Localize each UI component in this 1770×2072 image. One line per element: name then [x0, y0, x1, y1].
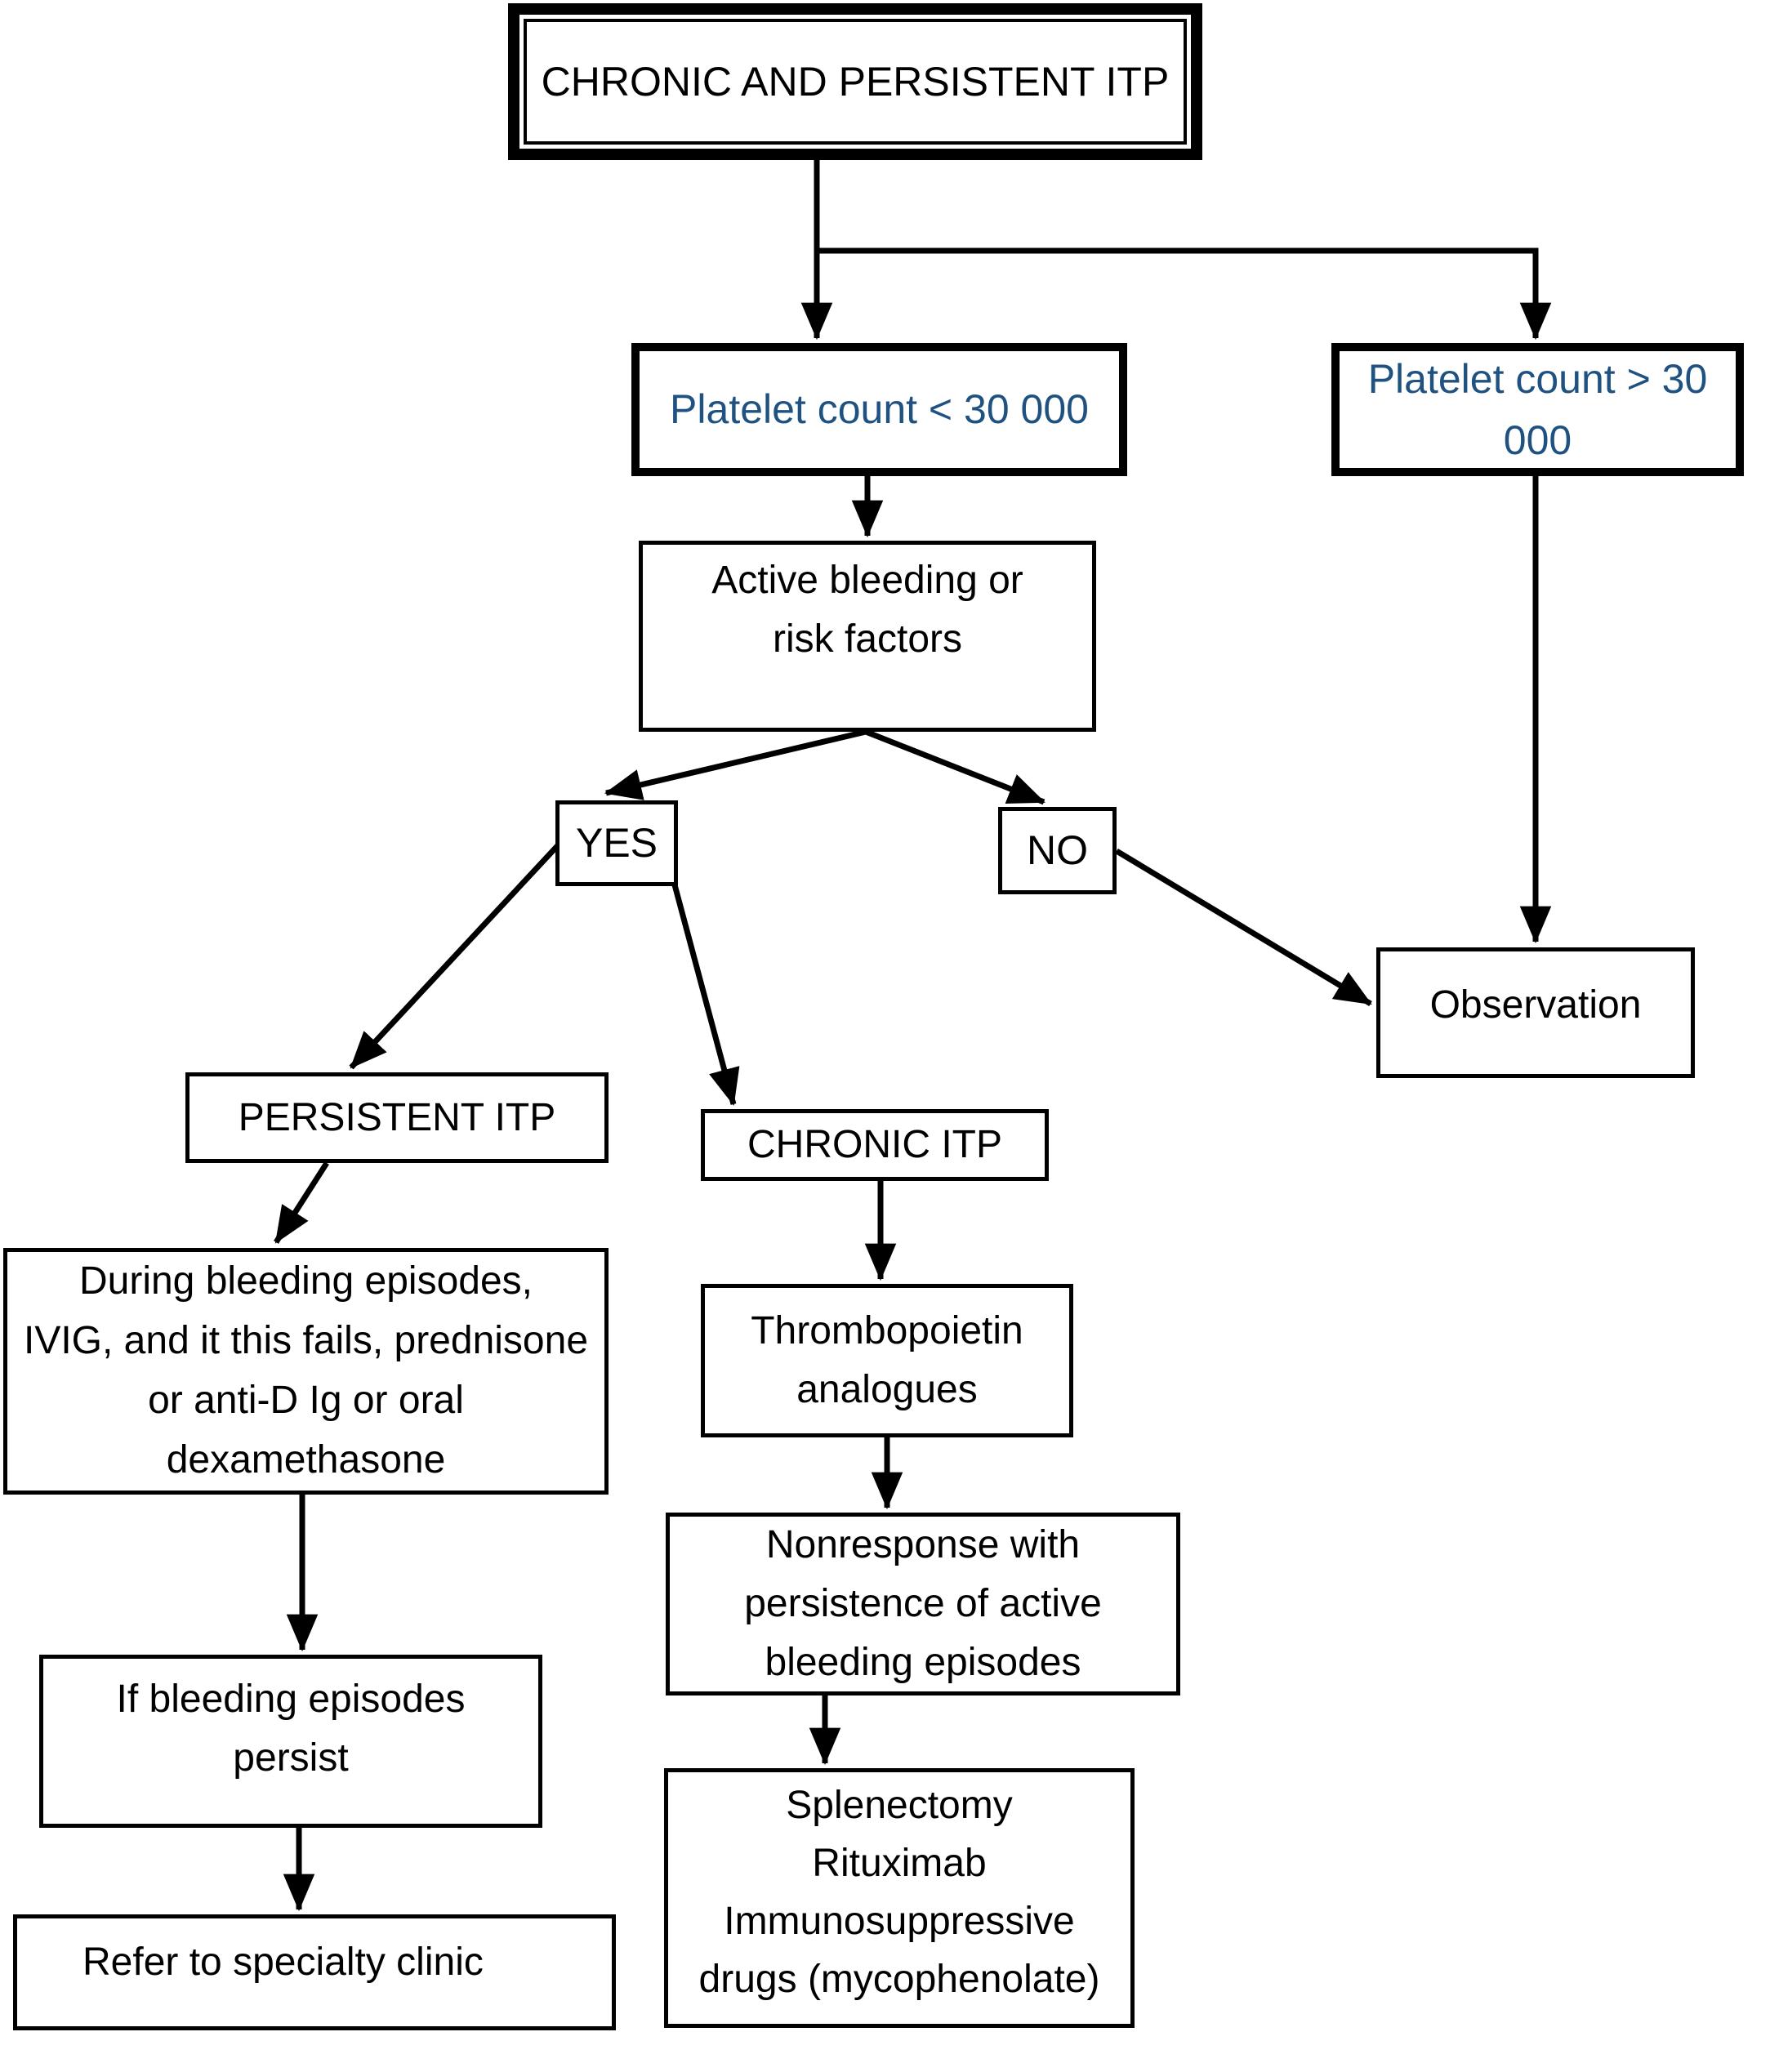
yes-label: YES	[575, 820, 658, 866]
no-label: NO	[1027, 827, 1088, 873]
connector-root-to-platelet-high	[817, 247, 1552, 341]
chronic-treatment-box: Splenectomy Rituximab Immunosuppressive …	[664, 1768, 1135, 2028]
platelet-low-box: Platelet count < 30 000	[631, 343, 1127, 476]
persistent-treatment-box: During bleeding episodes, IVIG, and it t…	[3, 1248, 609, 1495]
if-bleeding-persist-label: If bleeding episodes persist	[116, 1678, 466, 1780]
thrombopoietin-box: Thrombopoietin analogues	[701, 1284, 1073, 1437]
platelet-low-label: Platelet count < 30 000	[670, 386, 1089, 432]
observation-label: Observation	[1429, 983, 1642, 1027]
chronic-itp-box: CHRONIC ITP	[701, 1109, 1049, 1181]
connector-active-bleeding-to-yes	[604, 729, 867, 800]
persistent-treatment-label: During bleeding episodes, IVIG, and it t…	[23, 1259, 589, 1482]
if-bleeding-persist-box: If bleeding episodes persist	[39, 1655, 542, 1828]
platelet-high-label: Platelet count > 30 000	[1367, 355, 1708, 463]
nonresponse-label: Nonresponse with persistence of active b…	[744, 1523, 1102, 1684]
root-label: CHRONIC AND PERSISTENT ITP	[541, 58, 1170, 105]
root-box-inner-frame: CHRONIC AND PERSISTENT ITP	[524, 19, 1187, 145]
root-box: CHRONIC AND PERSISTENT ITP	[508, 3, 1202, 160]
refer-specialty-box: Refer to specialty clinic	[13, 1914, 616, 2030]
connector-no-to-observation	[1115, 849, 1372, 1006]
active-bleeding-label: Active bleeding or risk factors	[711, 559, 1023, 661]
connector-yes-to-persistent-itp	[349, 842, 561, 1070]
chronic-treatment-label: Splenectomy Rituximab Immunosuppressive …	[698, 1783, 1100, 2002]
yes-box: YES	[555, 800, 678, 886]
thrombopoietin-label: Thrombopoietin analogues	[751, 1309, 1023, 1411]
connector-persistent-itp-to-treatment	[274, 1161, 329, 1244]
persistent-itp-box: PERSISTENT ITP	[185, 1072, 609, 1163]
nonresponse-box: Nonresponse with persistence of active b…	[666, 1513, 1180, 1695]
active-bleeding-box: Active bleeding or risk factors	[639, 541, 1096, 732]
connector-active-bleeding-to-no	[864, 729, 1046, 805]
refer-specialty-label: Refer to specialty clinic	[82, 1941, 484, 1984]
chronic-itp-label: CHRONIC ITP	[747, 1123, 1002, 1166]
observation-box: Observation	[1376, 947, 1695, 1078]
platelet-high-box: Platelet count > 30 000	[1331, 343, 1744, 476]
no-box: NO	[998, 807, 1117, 894]
persistent-itp-label: PERSISTENT ITP	[238, 1095, 556, 1139]
connector-yes-to-chronic-itp	[670, 878, 740, 1107]
